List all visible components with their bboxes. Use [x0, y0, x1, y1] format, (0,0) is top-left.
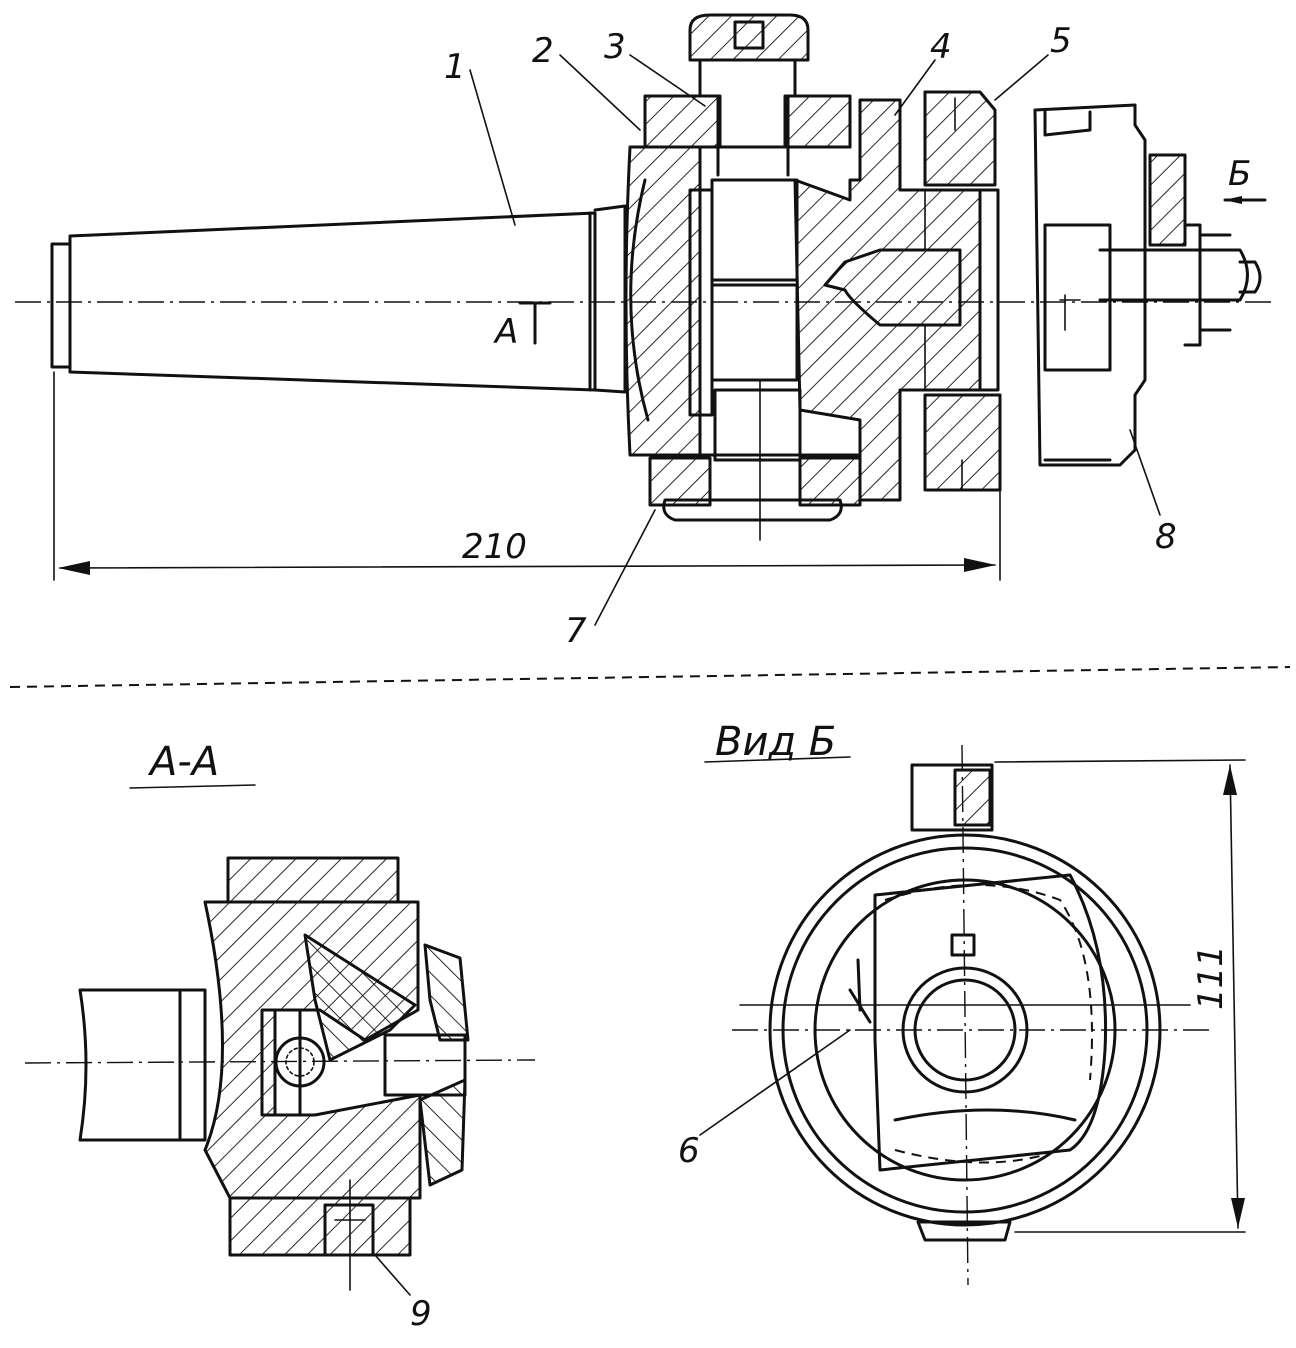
washer-7: [662, 379, 843, 541]
view-separator: [9, 666, 1291, 688]
part-label-9: 9: [410, 1294, 432, 1334]
part-label-8: 8: [1155, 517, 1177, 557]
dim-210-label: 210: [462, 527, 527, 567]
part-label-5: 5: [1050, 21, 1072, 61]
view-arrow-b: Б: [1223, 154, 1267, 204]
part-label-2: 2: [532, 31, 554, 71]
section-mark-a: А: [493, 301, 552, 352]
main-view: А: [15, 13, 1275, 651]
part-labels: 1 2 3 4 5 7 8: [444, 21, 1177, 651]
view-b-mark: Б: [1228, 154, 1251, 194]
taper-shank: [50, 204, 627, 394]
part-label-1: 1: [444, 47, 466, 87]
section-a-label: А: [493, 312, 518, 352]
screw-head-3: [688, 13, 810, 177]
section-aa: А-А 9: [24, 739, 536, 1334]
view-b: Вид Б 6 111: [678, 719, 1246, 1286]
nut-5: [923, 90, 1002, 492]
part-label-7: 7: [565, 611, 587, 651]
dimension-210: 210: [53, 371, 1001, 581]
part-label-6: 6: [678, 1131, 700, 1171]
dim-111-label: 111: [1191, 945, 1231, 1010]
chuck-8: [1033, 103, 1262, 467]
part-label-4: 4: [930, 27, 952, 67]
dimension-111: 111: [994, 759, 1246, 1233]
view-b-title: Вид Б: [715, 719, 836, 765]
housing-body: [624, 94, 862, 507]
section-aa-title: А-А: [147, 739, 219, 785]
part-label-3: 3: [604, 27, 626, 67]
